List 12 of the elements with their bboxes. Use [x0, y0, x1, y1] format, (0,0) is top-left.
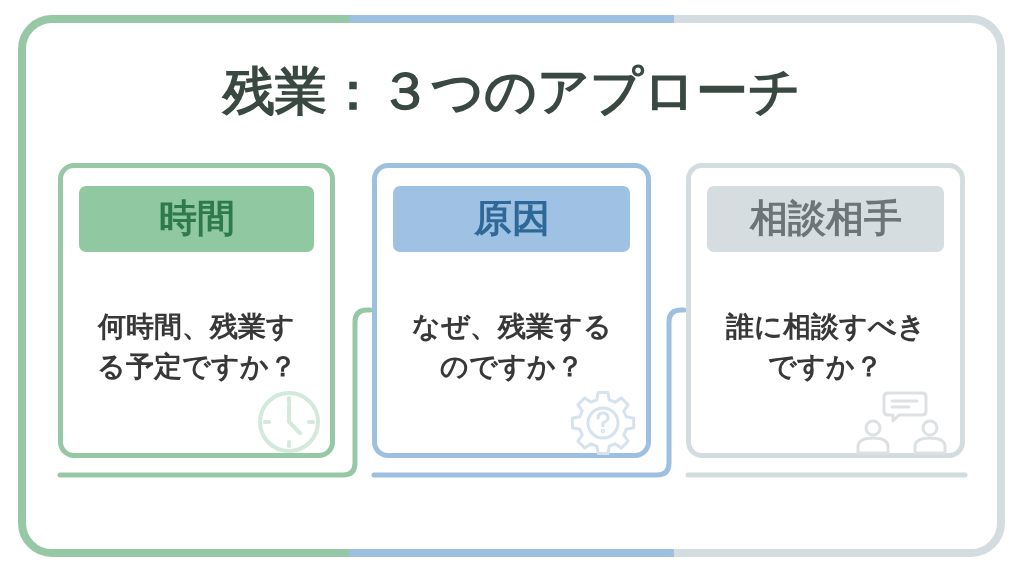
question-text: なぜ、残業するのですか？	[411, 309, 612, 385]
question-text: 誰に相談すべきですか？	[725, 309, 926, 385]
title: 残業：３つのアプローチ	[223, 60, 801, 122]
category-header: 相談相手	[707, 186, 944, 252]
question-text: 何時間、残業する予定ですか？	[96, 309, 297, 385]
category-header: 原因	[393, 186, 630, 252]
connector-line	[371, 307, 687, 478]
category-header: 時間	[79, 186, 314, 252]
connector-line	[57, 307, 373, 478]
question-card	[58, 163, 335, 458]
question-card	[372, 163, 651, 458]
question-card	[686, 163, 965, 458]
